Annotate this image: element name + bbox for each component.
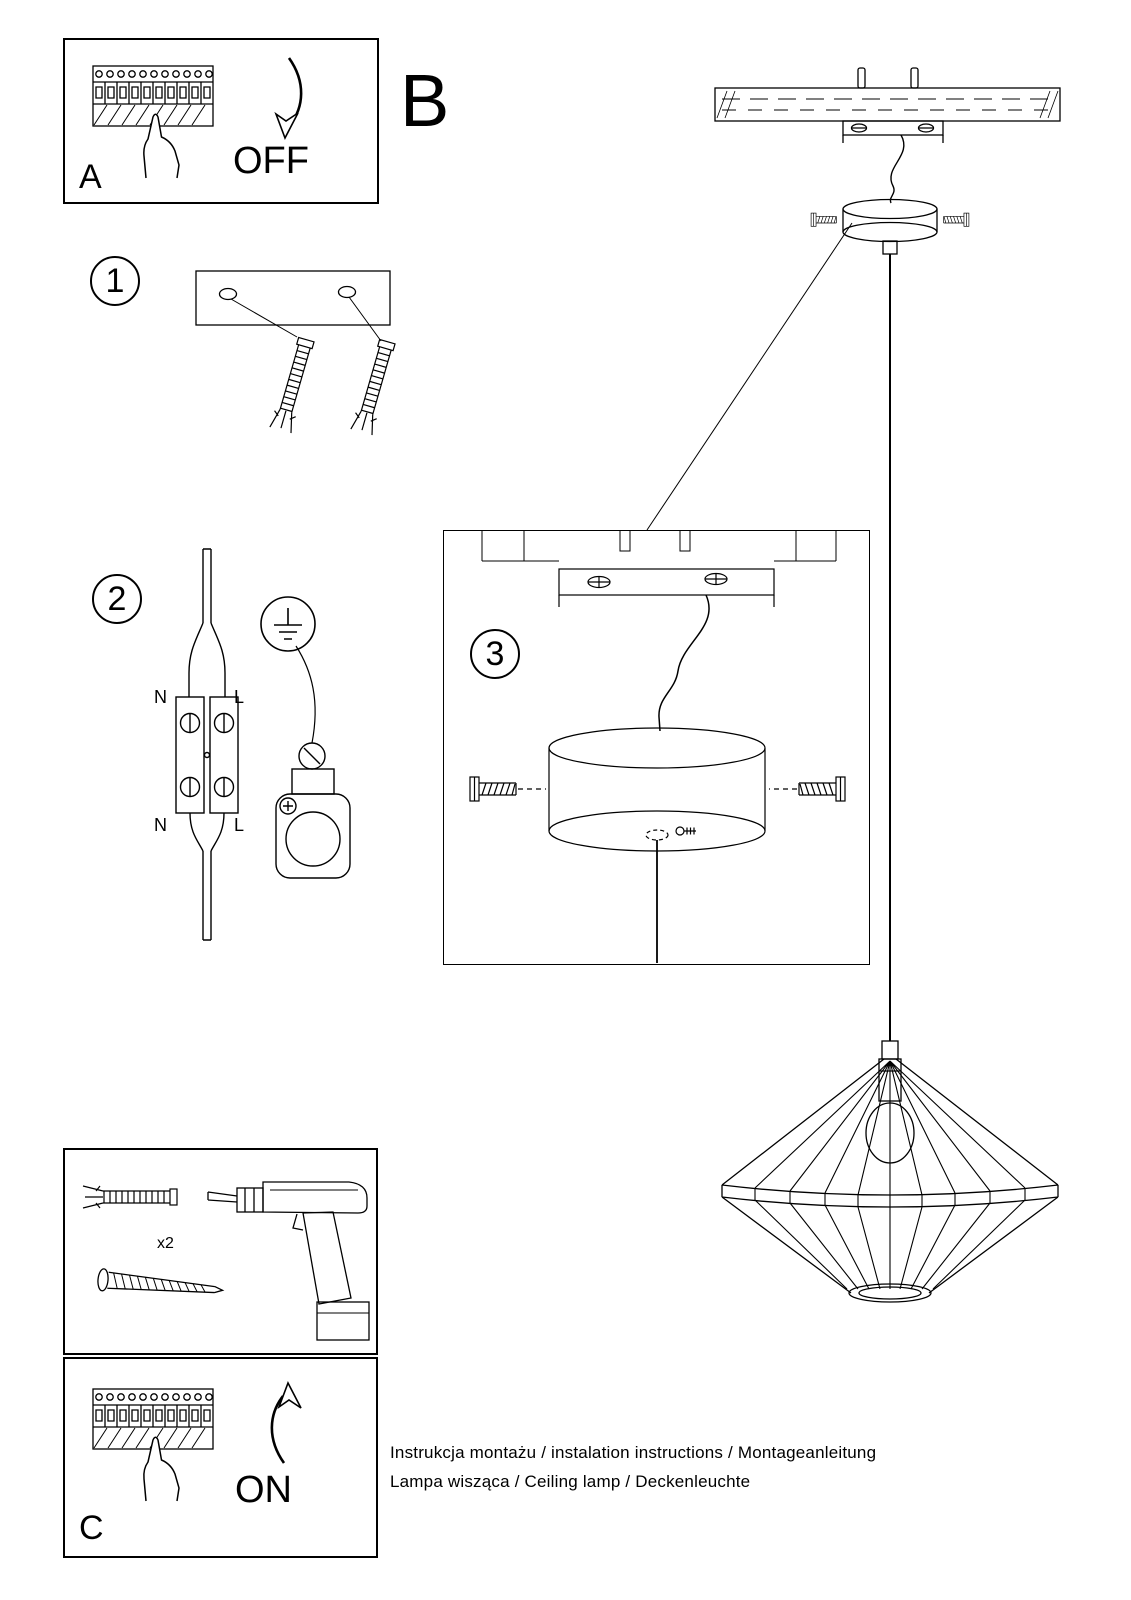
canopy-mounting-illustration [469,531,846,963]
canopy-detail-box: 3 [443,530,870,965]
pendant-lamp-assembly-illustration [646,67,1061,1303]
earth-ground-symbol-icon [260,596,316,652]
ceiling-bracket-detail [558,568,775,607]
panel-c-label: C [79,1509,104,1547]
side-screw-icon [798,776,846,802]
power-off-label: OFF [233,140,309,182]
drill-and-hardware-illustration [82,1181,370,1341]
ceiling-bracket [842,120,944,143]
neutral-label-bottom: N [154,815,167,835]
side-screw-icon [810,212,837,227]
tools-box: x2 [63,1148,378,1355]
breaker-off-panel: OFF A [63,38,379,204]
mounting-plate-and-anchors-illustration [195,270,399,436]
side-screw-icon [943,212,970,227]
footer-line-1: Instrukcja montażu / instalation instruc… [390,1443,877,1462]
power-cable-detail [658,594,710,732]
step-2-badge: 2 [92,574,142,624]
arrow-down-icon [274,56,303,140]
cage-lampshade [721,1040,1059,1303]
arrow-up-icon [270,1381,303,1465]
footer-line-2: Lampa wisząca / Ceiling lamp / Deckenleu… [390,1472,751,1491]
ceiling-plank [714,87,1061,122]
live-label-top: L [234,687,245,707]
circuit-breaker-illustration [92,65,214,179]
panel-a-label: A [79,158,102,196]
ceiling-outline [481,531,837,562]
mounting-bolts [857,67,919,89]
detail-leader-line [646,222,853,531]
step-1-badge: 1 [90,256,140,306]
circuit-breaker-illustration [92,1388,214,1502]
wall-plug-icon [350,338,399,436]
ground-clamp-illustration [275,645,351,879]
neutral-label-top: N [154,687,167,707]
footer-caption: Instrukcja montażu / instalation instruc… [390,1438,876,1496]
canopy [842,198,938,255]
wall-plug-icon [82,1185,178,1209]
section-b-label: B [400,59,450,142]
canopy-detail [548,727,766,963]
breaker-on-panel: ON C [63,1357,378,1558]
step-3-badge: 3 [470,629,520,679]
drill-icon [207,1181,370,1341]
terminal-block-wiring-illustration [175,548,239,941]
power-cable [889,134,905,204]
live-label-bottom: L [234,815,245,835]
anchor-count-label: x2 [157,1235,174,1252]
side-screw-icon [469,776,517,802]
power-on-label: ON [235,1469,292,1511]
screw-icon [97,1268,225,1294]
wall-plug-icon [269,336,318,434]
